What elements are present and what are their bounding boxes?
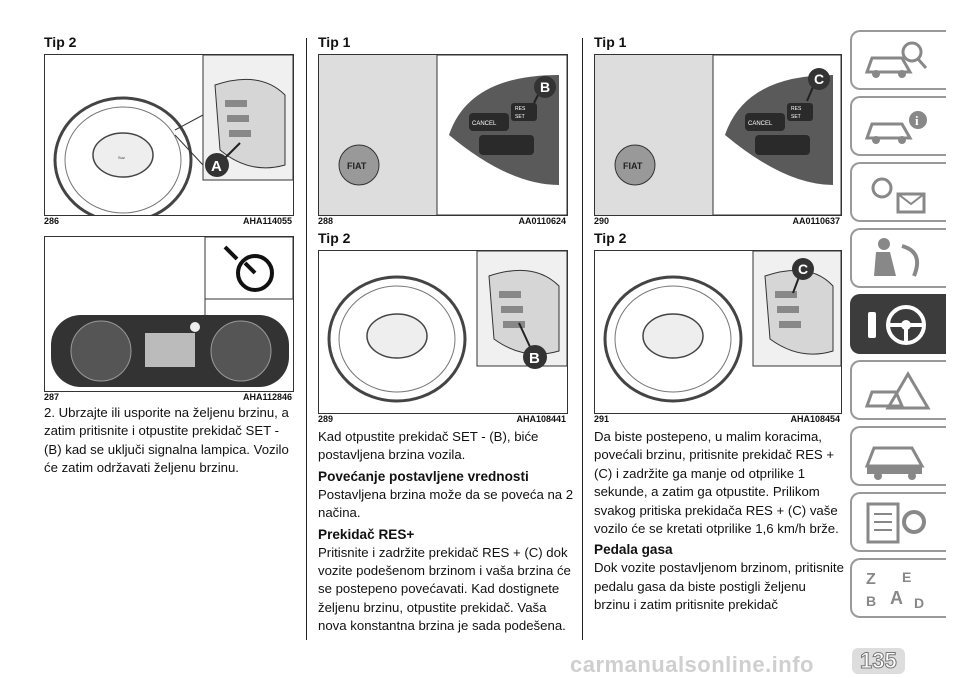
figure-number: 286 (44, 216, 60, 226)
svg-text:RES: RES (515, 106, 526, 112)
figure-code: AA0110624 (518, 216, 566, 226)
svg-text:B: B (540, 79, 550, 95)
figure-code: AHA114055 (242, 216, 292, 226)
figure-caption: 287 AHA112846 (44, 392, 292, 402)
heading-tip2: Tip 2 (44, 34, 77, 50)
svg-text:C: C (814, 71, 824, 87)
col2-body-text: Kad otpustite prekidač SET - (B), biće p… (318, 428, 574, 636)
tab-car-search[interactable] (850, 30, 946, 90)
svg-text:RES: RES (791, 106, 802, 112)
figure-number: 290 (594, 216, 610, 226)
paragraph: Postavljena brzina može da se poveća na … (318, 486, 574, 521)
tab-maintenance[interactable] (850, 426, 946, 486)
col3-body-text: Da biste postepeno, u malim koracima, po… (594, 428, 844, 615)
svg-text:SET: SET (515, 114, 525, 120)
svg-text:A: A (211, 158, 222, 175)
tab-car-info[interactable]: i (850, 96, 946, 156)
column-divider (582, 38, 583, 640)
figure-caption: 286 AHA114055 (44, 216, 292, 226)
svg-text:B: B (866, 593, 876, 609)
figure-code: AHA108441 (516, 414, 566, 424)
figure-290-steering-buttons: FIAT CANCEL RES SET C (594, 54, 842, 216)
tab-warning-lights[interactable] (850, 162, 946, 222)
figure-286-steering-wheel: Suz A (44, 54, 294, 216)
svg-text:CANCEL: CANCEL (472, 121, 497, 127)
settings-list-icon (866, 502, 926, 544)
car-search-icon (864, 41, 928, 78)
warning-lights-icon (871, 177, 926, 214)
svg-text:i: i (915, 113, 919, 128)
subheading: Povećanje postavljene vrednosti (318, 468, 529, 484)
figure-288-steering-buttons: FIAT CANCEL RES SET B (318, 54, 568, 216)
figure-caption: 291 AHA108454 (594, 414, 840, 424)
column-divider (306, 38, 307, 640)
figure-code: AHA112846 (242, 392, 292, 402)
svg-text:SET: SET (791, 114, 801, 120)
col1-body-text: 2. Ubrzajte ili usporite na željenu brzi… (44, 404, 296, 478)
figure-caption: 290 AA0110637 (594, 216, 840, 226)
heading-tip2: Tip 2 (594, 230, 627, 246)
paragraph: Da biste postepeno, u malim koracima, po… (594, 429, 839, 537)
car-breakdown-icon (864, 371, 931, 410)
figure-caption: 289 AHA108441 (318, 414, 566, 424)
svg-text:FIAT: FIAT (623, 161, 643, 171)
paragraph: Kad otpustite prekidač SET - (B), biće p… (318, 429, 539, 463)
svg-text:FIAT: FIAT (347, 161, 367, 171)
tab-technical-data[interactable] (850, 492, 946, 552)
car-info-icon: i (864, 111, 927, 144)
paragraph: Pritisnite i zadržite prekidač RES + (C)… (318, 544, 571, 634)
figure-code: AHA108454 (790, 414, 840, 424)
tab-airbag[interactable] (850, 228, 946, 288)
svg-text:C: C (798, 261, 808, 277)
subheading: Prekidač RES+ (318, 526, 415, 542)
figure-code: AA0110637 (792, 216, 840, 226)
svg-text:B: B (529, 350, 540, 367)
page-number: 135 (852, 648, 905, 674)
svg-text:CANCEL: CANCEL (748, 121, 773, 127)
steering-key-icon (868, 305, 926, 345)
heading-tip1: Tip 1 (318, 34, 351, 50)
figure-287-instrument-cluster (44, 236, 294, 392)
figure-number: 291 (594, 414, 610, 424)
paragraph: 2. Ubrzajte ili usporite na željenu brzi… (44, 405, 289, 476)
svg-text:Z: Z (866, 571, 876, 588)
figure-number: 288 (318, 216, 334, 226)
figure-number: 289 (318, 414, 334, 424)
svg-text:D: D (914, 595, 924, 611)
subheading: Pedala gasa (594, 542, 673, 558)
figure-291-steering-wheel: C (594, 250, 842, 414)
heading-tip2: Tip 2 (318, 230, 351, 246)
watermark: carmanualsonline.info (570, 652, 814, 677)
figure-289-steering-wheel: B (318, 250, 568, 414)
paragraph: Dok vozite postavljenom brzinom, pritisn… (594, 560, 844, 613)
heading-tip1: Tip 1 (594, 34, 627, 50)
svg-text:A: A (890, 588, 903, 608)
tab-starting-driving[interactable] (850, 294, 946, 354)
figure-number: 287 (44, 392, 60, 402)
airbag-icon (874, 238, 919, 277)
svg-text:Suz: Suz (118, 155, 125, 160)
car-service-icon (864, 446, 925, 480)
tab-emergency[interactable] (850, 360, 946, 420)
svg-text:E: E (902, 569, 911, 585)
figure-caption: 288 AA0110624 (318, 216, 566, 226)
